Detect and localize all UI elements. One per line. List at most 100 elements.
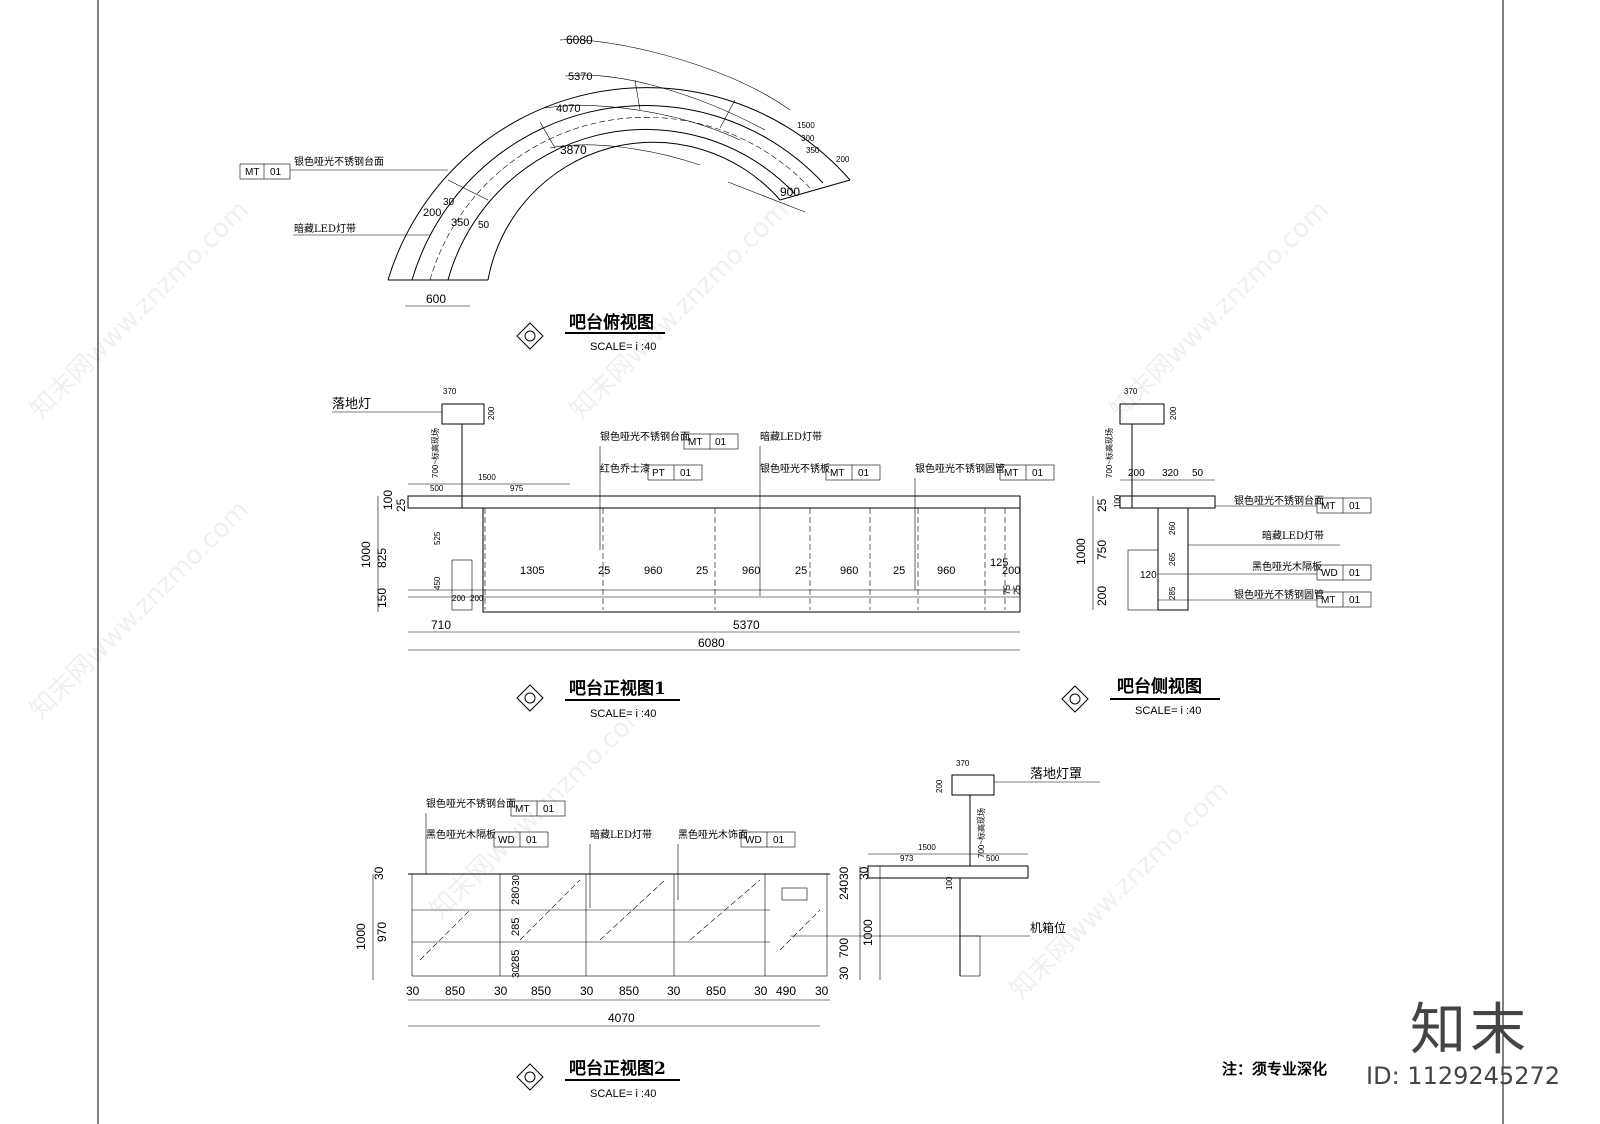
side-inner: 260 xyxy=(1168,521,1177,535)
f1-h-825: 825 xyxy=(375,548,389,568)
side-top-dim: 320 xyxy=(1162,468,1179,479)
side-callout-text: 暗藏LED灯带 xyxy=(1262,529,1324,542)
side-callout-text: 银色哑光不锈钢台面 xyxy=(1234,494,1324,507)
side-callout-tag: 01 xyxy=(1349,568,1361,579)
view-marker-icon xyxy=(516,1063,544,1091)
side-callout-tag: MT xyxy=(1321,595,1335,606)
plan-title-block: 吧台俯视图 SCALE= i :40 xyxy=(516,312,665,353)
f1-callout-text: 银色哑光不锈钢台面 xyxy=(600,430,690,443)
plan-divider xyxy=(719,99,736,129)
f2-lamp-h: 200 xyxy=(935,779,944,793)
f2-callout-tag: 01 xyxy=(773,835,785,846)
side-inner: 120 xyxy=(1140,570,1157,581)
f1-top-dim: 500 xyxy=(430,484,444,493)
f1-span: 960 xyxy=(937,565,955,577)
f2-callout-tag: WD xyxy=(498,835,515,846)
f1-span: 200 xyxy=(1002,565,1020,577)
f1-top-dim: 975 xyxy=(510,484,524,493)
f1-callout-tag: PT xyxy=(652,468,665,479)
f2-bottom: 850 xyxy=(706,984,726,998)
f1-countertop xyxy=(407,495,1021,509)
plan-arc-3 xyxy=(447,128,796,281)
side-top-dim: 200 xyxy=(1128,468,1145,479)
f1-lamp-top: 370 xyxy=(443,387,457,396)
f2-rh: 30 xyxy=(857,866,871,880)
f1-pole-note: 700~标高现场 xyxy=(430,428,440,478)
side-callout-tag: WD xyxy=(1321,568,1338,579)
plan-base-dim: 600 xyxy=(426,292,446,306)
f1-span: 960 xyxy=(840,565,858,577)
plan-side-dim: 350 xyxy=(806,146,820,155)
plan-side-dim: 1500 xyxy=(797,121,815,130)
f1-callout-tag: 01 xyxy=(1032,468,1044,479)
f1-span: 75 xyxy=(1002,585,1012,595)
f2-shelf: 30 xyxy=(511,966,522,978)
plan-dim-arc xyxy=(549,144,701,166)
f1-span: 960 xyxy=(644,565,662,577)
f2-callout-tag: 01 xyxy=(543,804,555,815)
f2-shelf: 30 xyxy=(511,874,522,886)
plan-side-dim: 300 xyxy=(801,134,815,143)
f2-scale: SCALE= i :40 xyxy=(590,1088,656,1100)
f1-span: 1305 xyxy=(520,565,544,577)
side-inner: 265 xyxy=(1168,552,1177,566)
f1-title-block: 吧台正视图1 SCALE= i :40 xyxy=(516,678,680,720)
plan-radial-dim: 350 xyxy=(451,217,469,229)
f2-right-top-dim: 1500 xyxy=(918,843,936,852)
plan-end-dim-line xyxy=(727,181,806,213)
f2-bottom: 850 xyxy=(619,984,639,998)
f1-callout-text: 红色乔士漆 xyxy=(600,462,650,475)
plan-radial-dim: 30 xyxy=(443,197,455,208)
f2-right-top xyxy=(867,865,1029,879)
f1-scale: SCALE= i :40 xyxy=(590,708,656,720)
f1-lamp-label: 落地灯 xyxy=(332,397,371,412)
f1-callout-text: 银色哑光不锈板 xyxy=(760,462,830,475)
plan-side-dim: 200 xyxy=(836,155,850,164)
f1-callout-text: 暗藏LED灯带 xyxy=(760,430,822,443)
plan-label-led: 暗藏LED灯带 xyxy=(294,222,356,235)
f1-callout-tag: 01 xyxy=(715,437,727,448)
f2-right-top-dim: 500 xyxy=(986,854,1000,863)
f1-bottom-5370: 5370 xyxy=(733,618,760,632)
f2-h: 30 xyxy=(372,866,386,880)
f2-bottom: 30 xyxy=(754,984,768,998)
plan-title: 吧台俯视图 xyxy=(569,312,654,333)
design-note: 注：须专业深化 xyxy=(1222,1060,1328,1078)
f1-h-25: 25 xyxy=(394,498,408,512)
plan-end-dim: 900 xyxy=(780,185,800,199)
front-view-1: 370 200 700~标高现场 落地灯 1500 500 975 100 25… xyxy=(332,387,1055,720)
f1-h-150: 150 xyxy=(375,588,389,608)
f1-lamp-shade xyxy=(441,403,485,425)
f2-rh: 1000 xyxy=(861,919,875,946)
f1-inner-dim: 450 xyxy=(433,576,442,590)
f1-callout-text: 银色哑光不锈钢圆管 xyxy=(915,462,1005,475)
f1-span: 25 xyxy=(893,565,905,577)
plan-view: 6080 5370 4070 3870 1500 300 350 200 900… xyxy=(239,33,851,353)
f2-title: 吧台正视图2 xyxy=(569,1058,666,1079)
plan-dim-arc xyxy=(564,74,766,131)
f2-pole-note: 700~标高现场 xyxy=(976,808,986,858)
f2-right-top-dim: 973 xyxy=(900,854,914,863)
plan-end-right xyxy=(779,179,851,201)
plan-dim-6080: 6080 xyxy=(566,33,593,47)
side-h: 200 xyxy=(1095,586,1109,606)
f1-span: 125 xyxy=(990,557,1008,569)
f1-h-1000: 1000 xyxy=(359,541,373,568)
side-inner: 285 xyxy=(1168,586,1177,600)
f1-span: 25 xyxy=(696,565,708,577)
plan-dim-4070: 4070 xyxy=(556,103,580,115)
side-h: 100 xyxy=(1113,494,1122,508)
f1-callout-tag: 01 xyxy=(858,468,870,479)
f2-callout-tag: 01 xyxy=(526,835,538,846)
f2-bottom: 30 xyxy=(494,984,508,998)
plan-arc-2 xyxy=(411,105,824,281)
f1-top-dim: 1500 xyxy=(478,473,496,482)
f2-rh: 30 xyxy=(837,966,851,980)
f1-callout-tag: 01 xyxy=(680,468,692,479)
side-scale: SCALE= i :40 xyxy=(1135,705,1201,717)
side-lamp-h: 200 xyxy=(1169,406,1178,420)
f2-shelf: 285 xyxy=(510,950,522,968)
f2-h: 1000 xyxy=(354,923,368,950)
f2-callout-tag: WD xyxy=(745,835,762,846)
